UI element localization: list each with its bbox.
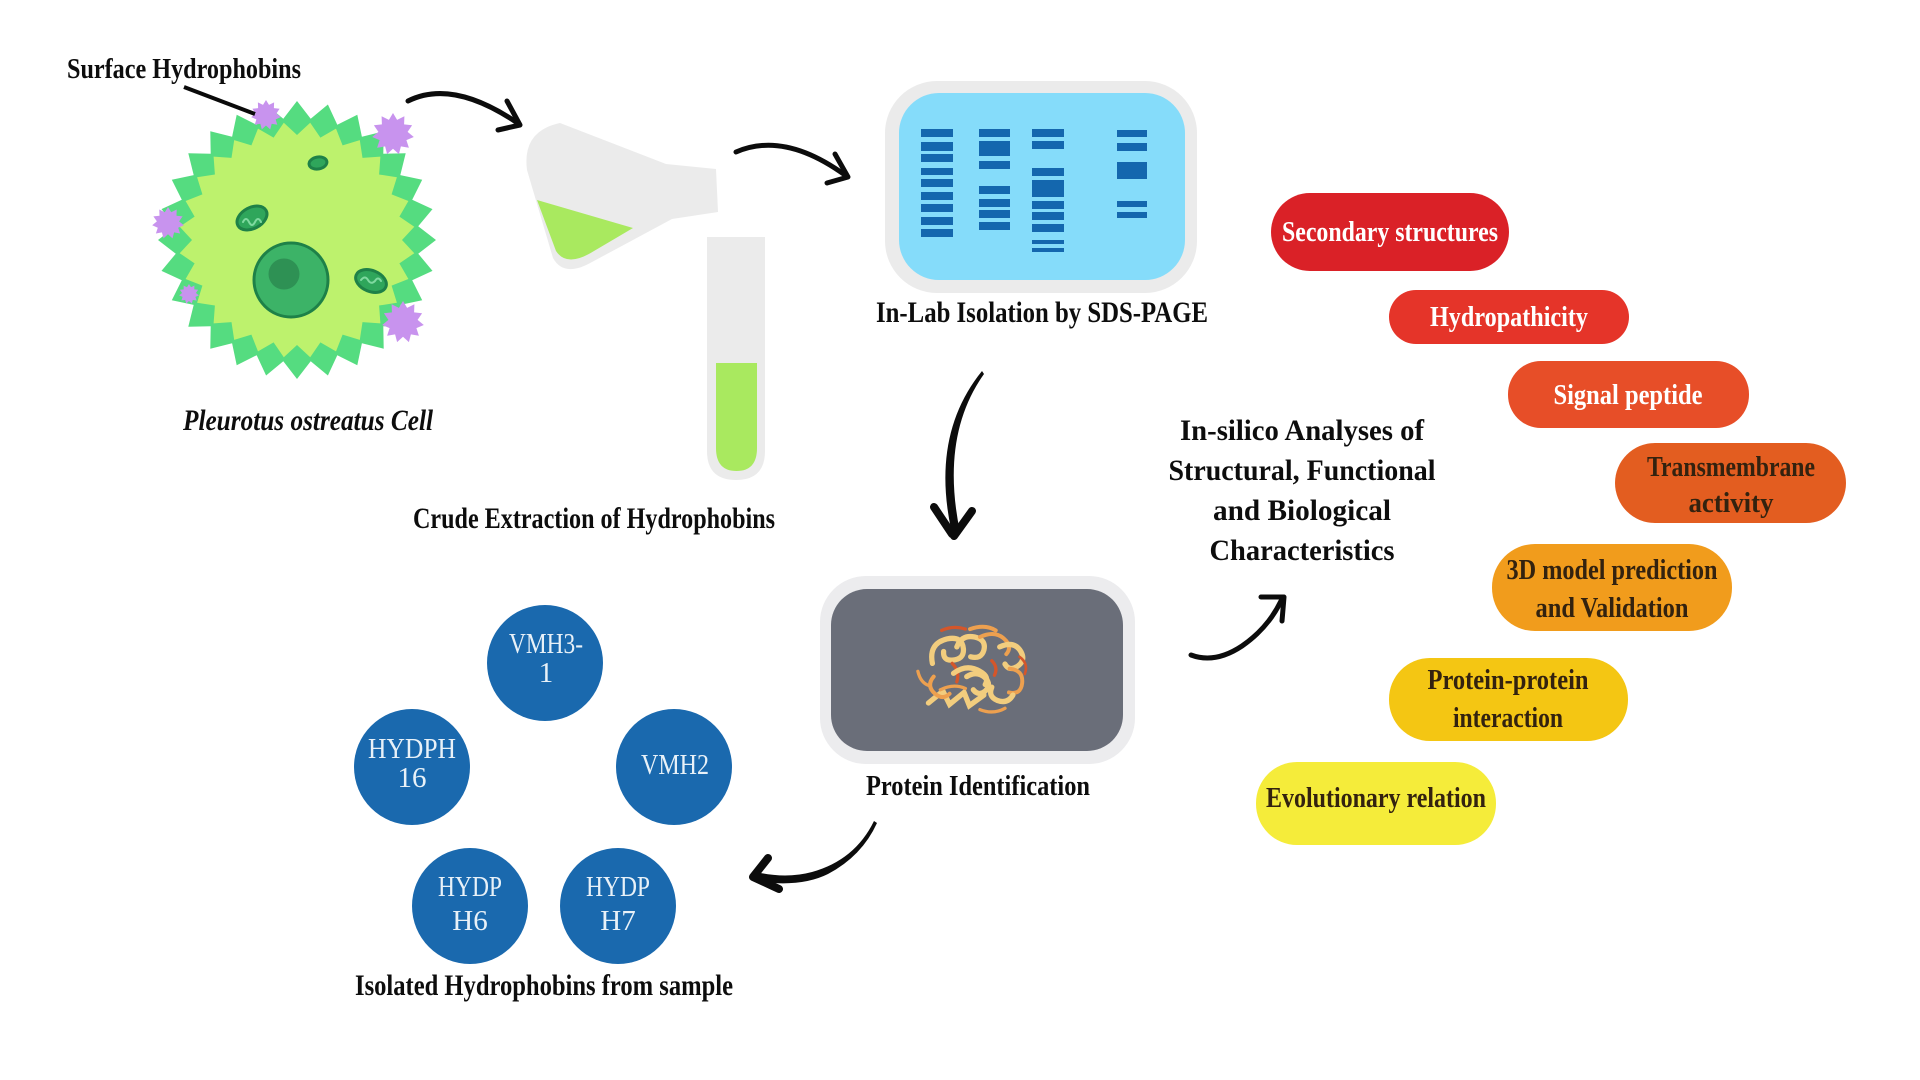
svg-text:VMH2: VMH2 <box>641 749 709 781</box>
svg-text:H6: H6 <box>452 905 487 937</box>
svg-text:interaction: interaction <box>1453 703 1563 734</box>
svg-text:VMH3-: VMH3- <box>509 628 583 660</box>
svg-text:H7: H7 <box>600 905 635 937</box>
svg-text:Secondary structures: Secondary structures <box>1282 217 1498 248</box>
svg-text:HYDPH: HYDPH <box>368 733 456 765</box>
svg-text:Protein Identification: Protein Identification <box>866 770 1090 802</box>
svg-text:Isolated Hydrophobins from sam: Isolated Hydrophobins from sample <box>355 969 733 1002</box>
svg-text:Signal peptide: Signal peptide <box>1554 380 1703 411</box>
svg-text:Evolutionary relation: Evolutionary relation <box>1266 783 1486 814</box>
svg-text:HYDP: HYDP <box>438 871 502 903</box>
svg-text:and Biological: and Biological <box>1213 494 1391 527</box>
svg-text:Characteristics: Characteristics <box>1210 534 1395 567</box>
svg-text:Protein-protein: Protein-protein <box>1428 665 1589 696</box>
svg-text:Hydropathicity: Hydropathicity <box>1430 302 1588 333</box>
svg-text:activity: activity <box>1689 488 1774 519</box>
svg-text:In-Lab Isolation by SDS-PAGE: In-Lab Isolation by SDS-PAGE <box>876 296 1208 329</box>
svg-text:Structural, Functional: Structural, Functional <box>1169 454 1436 487</box>
svg-text:HYDP: HYDP <box>586 871 650 903</box>
svg-text:Pleurotus ostreatus Cell: Pleurotus ostreatus Cell <box>182 404 433 437</box>
svg-text:3D model prediction: 3D model prediction <box>1507 555 1718 586</box>
svg-text:In-silico Analyses of: In-silico Analyses of <box>1180 414 1425 447</box>
svg-text:Crude Extraction of Hydrophobi: Crude Extraction of Hydrophobins <box>413 502 775 535</box>
svg-text:1: 1 <box>539 657 554 689</box>
svg-text:and Validation: and Validation <box>1536 593 1689 624</box>
svg-text:16: 16 <box>398 762 427 794</box>
svg-text:Transmembrane: Transmembrane <box>1647 452 1815 483</box>
svg-text:Surface Hydrophobins: Surface Hydrophobins <box>67 53 301 85</box>
